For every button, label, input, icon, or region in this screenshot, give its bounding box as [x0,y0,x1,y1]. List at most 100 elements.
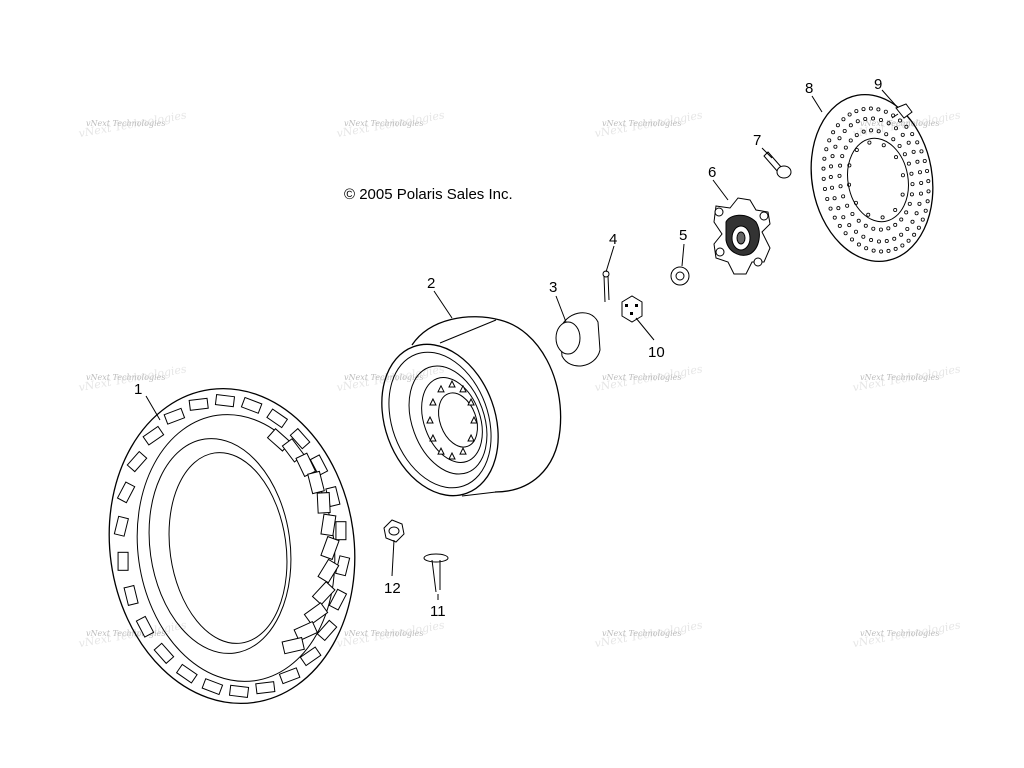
disc-hole [854,109,859,114]
disc-hole [925,199,930,204]
rim-hole [470,415,478,424]
disc-hole [850,237,855,242]
disc-hole [829,164,834,169]
disc-hole [853,229,858,234]
tread-block [309,454,329,477]
disc-hole [847,112,852,117]
disc-hole [879,249,884,254]
disc-hole [869,238,874,243]
disc-hole [900,192,905,197]
wheel-rim-icon [381,316,562,497]
disc-hole [904,210,909,215]
brake-disc-icon [810,93,934,263]
disc-hole [848,138,853,143]
disc-hole [845,203,850,208]
svg-text:vNext Technologies: vNext Technologies [602,373,681,382]
rim-hole [448,379,456,388]
disc-hole [837,223,842,228]
disc-hole [909,192,914,197]
disc-hole [917,170,922,175]
rim-hole [429,397,437,406]
svg-text:vNext Technologies: vNext Technologies [860,119,939,128]
callout-9: 9 [874,76,882,93]
callout-6: 6 [708,164,716,181]
callout-labels: 1 2 3 4 5 6 7 8 9 10 11 12 [134,76,882,620]
tread-block [289,427,311,450]
disc-hole [861,129,866,134]
disc-hole [900,243,905,248]
rim-hole [459,384,467,393]
disc-hole [897,143,902,148]
disc-hole [912,232,917,237]
tread-block [188,397,209,411]
disc-hole [884,132,889,137]
tread-block [153,642,175,665]
disc-hole [854,147,859,152]
disc-hole [909,171,914,176]
disc-hole [833,144,838,149]
disc-hole [892,236,897,241]
disc-hole [843,145,848,150]
disc-hole [853,200,858,205]
disc-hole [920,217,925,222]
disc-hole [926,179,931,184]
disc-hole [878,117,883,122]
disc-hole [900,173,905,178]
hub-cap-icon [555,312,601,367]
disc-hole [915,159,920,164]
disc-hole [830,185,835,190]
callout-1: 1 [134,381,142,398]
disc-hole [881,143,886,148]
svg-text:vNext Technologies: vNext Technologies [860,629,939,638]
disc-hole [840,154,845,159]
disc-hole [821,176,826,181]
disc-hole [897,118,902,123]
svg-text:vNext Technologies: vNext Technologies [86,373,165,382]
svg-text:vNext Technologies: vNext Technologies [86,629,165,638]
callout-5: 5 [679,227,687,244]
disc-hole [911,149,916,154]
tread-block [299,646,322,667]
disc-hole [824,147,829,152]
disc-hole [923,208,928,213]
rim-hole [467,397,475,406]
disc-hole [822,187,827,192]
rim-hole [437,384,445,393]
disc-hole [905,227,910,232]
callout-8: 8 [805,80,813,97]
callout-12: 12 [384,580,401,597]
disc-hole [841,194,846,199]
disc-hole [876,107,881,112]
rim-hole [467,433,475,442]
tire-tread [113,394,351,698]
tread-block [255,681,276,695]
disc-hole [850,212,855,217]
tread-block [278,667,301,685]
disc-hole [915,140,920,145]
tread-block [266,408,289,429]
disc-hole [922,158,927,163]
tread-block [117,551,129,571]
bolt-icon [423,553,449,593]
svg-text:vNext Technologies: vNext Technologies [602,629,681,638]
disc-hole [841,117,846,122]
disc-hole [907,201,912,206]
disc-hole [838,163,843,168]
castle-nut-icon [621,295,643,323]
disc-hole [831,130,836,135]
tread-lug [311,581,336,606]
disc-hole [919,149,924,154]
disc-hole [869,128,874,133]
tread-block [328,588,348,611]
rim-hole [437,447,445,455]
svg-text:vNext Technologies: vNext Technologies [860,373,939,382]
disc-hole [848,123,853,128]
disc-hole [864,246,869,251]
